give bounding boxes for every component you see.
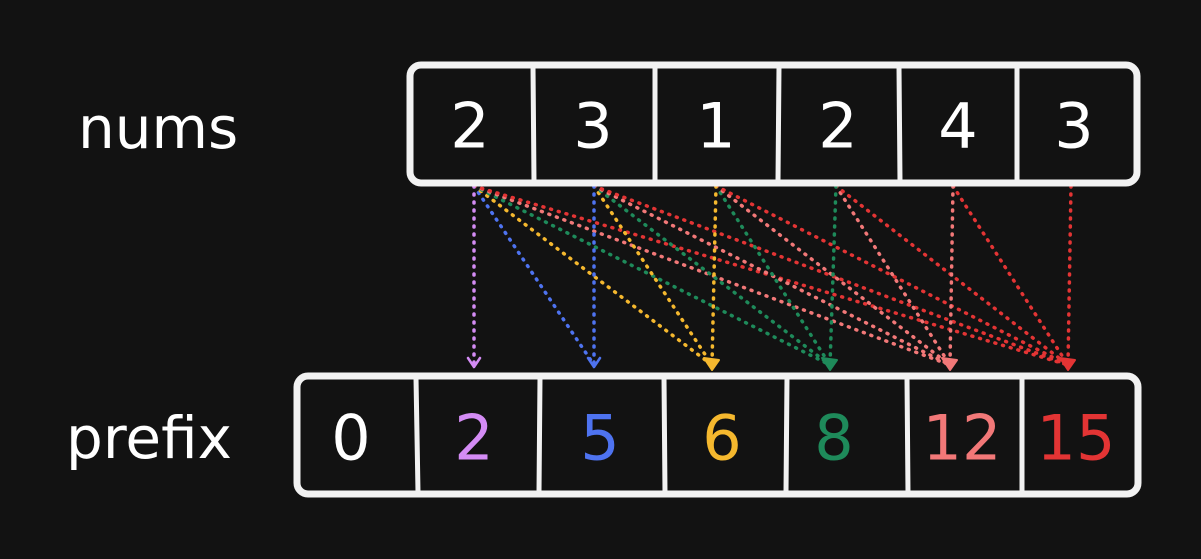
prefix-cell-4: 8 (814, 402, 853, 475)
contribution-arrow (1066, 184, 1073, 367)
contribution-arrow (714, 184, 1070, 367)
contribution-arrow (592, 184, 832, 367)
nums-array: 2 3 1 2 4 3 (406, 61, 1141, 187)
contribution-arrow (472, 184, 952, 367)
arrowhead-icon (1059, 357, 1076, 371)
nums-divider (775, 64, 782, 184)
nums-divider (530, 64, 537, 184)
contribution-arrow (834, 184, 952, 367)
prefix-divider (783, 375, 790, 495)
contribution-arrow (710, 184, 718, 367)
nums-cell-2: 1 (696, 90, 735, 163)
prefix-array-border (293, 372, 1142, 498)
nums-array-border (406, 61, 1141, 187)
contribution-arrow (828, 184, 838, 367)
contribution-arrow (472, 184, 596, 367)
contribution-arrow (592, 184, 714, 367)
contribution-arrow (951, 184, 1070, 367)
prefix-cell-2: 5 (580, 402, 619, 475)
contribution-arrow (948, 184, 955, 367)
arrowhead-icon (941, 357, 958, 371)
nums-label: nums (78, 94, 238, 162)
contribution-arrow (714, 184, 952, 367)
nums-cell-1: 3 (573, 90, 612, 163)
contribution-arrows (466, 184, 1076, 371)
contribution-arrow (472, 184, 832, 367)
arrowhead-icon (466, 356, 482, 369)
nums-cell-0: 2 (450, 90, 489, 163)
prefix-divider (661, 375, 668, 495)
prefix-label: prefix (66, 404, 232, 472)
prefix-array: 0 2 5 6 8 12 15 (293, 372, 1142, 498)
prefix-divider (904, 375, 911, 495)
prefix-cell-1: 2 (454, 402, 493, 475)
nums-cell-4: 4 (938, 90, 977, 163)
nums-cell-3: 2 (818, 90, 857, 163)
contribution-arrow (714, 184, 832, 367)
prefix-divider (413, 375, 421, 495)
contribution-arrow (472, 184, 1070, 367)
nums-divider (896, 64, 903, 184)
arrowhead-icon (586, 356, 602, 369)
prefix-cell-3: 6 (702, 402, 741, 475)
prefix-divider (536, 375, 543, 495)
arrowhead-icon (821, 357, 838, 371)
prefix-cell-5: 12 (923, 402, 1002, 475)
arrowhead-icon (703, 357, 720, 371)
prefix-cell-0: 0 (331, 402, 370, 475)
contribution-arrow (472, 184, 714, 367)
nums-cell-5: 3 (1054, 90, 1093, 163)
prefix-cell-6: 15 (1037, 402, 1116, 475)
